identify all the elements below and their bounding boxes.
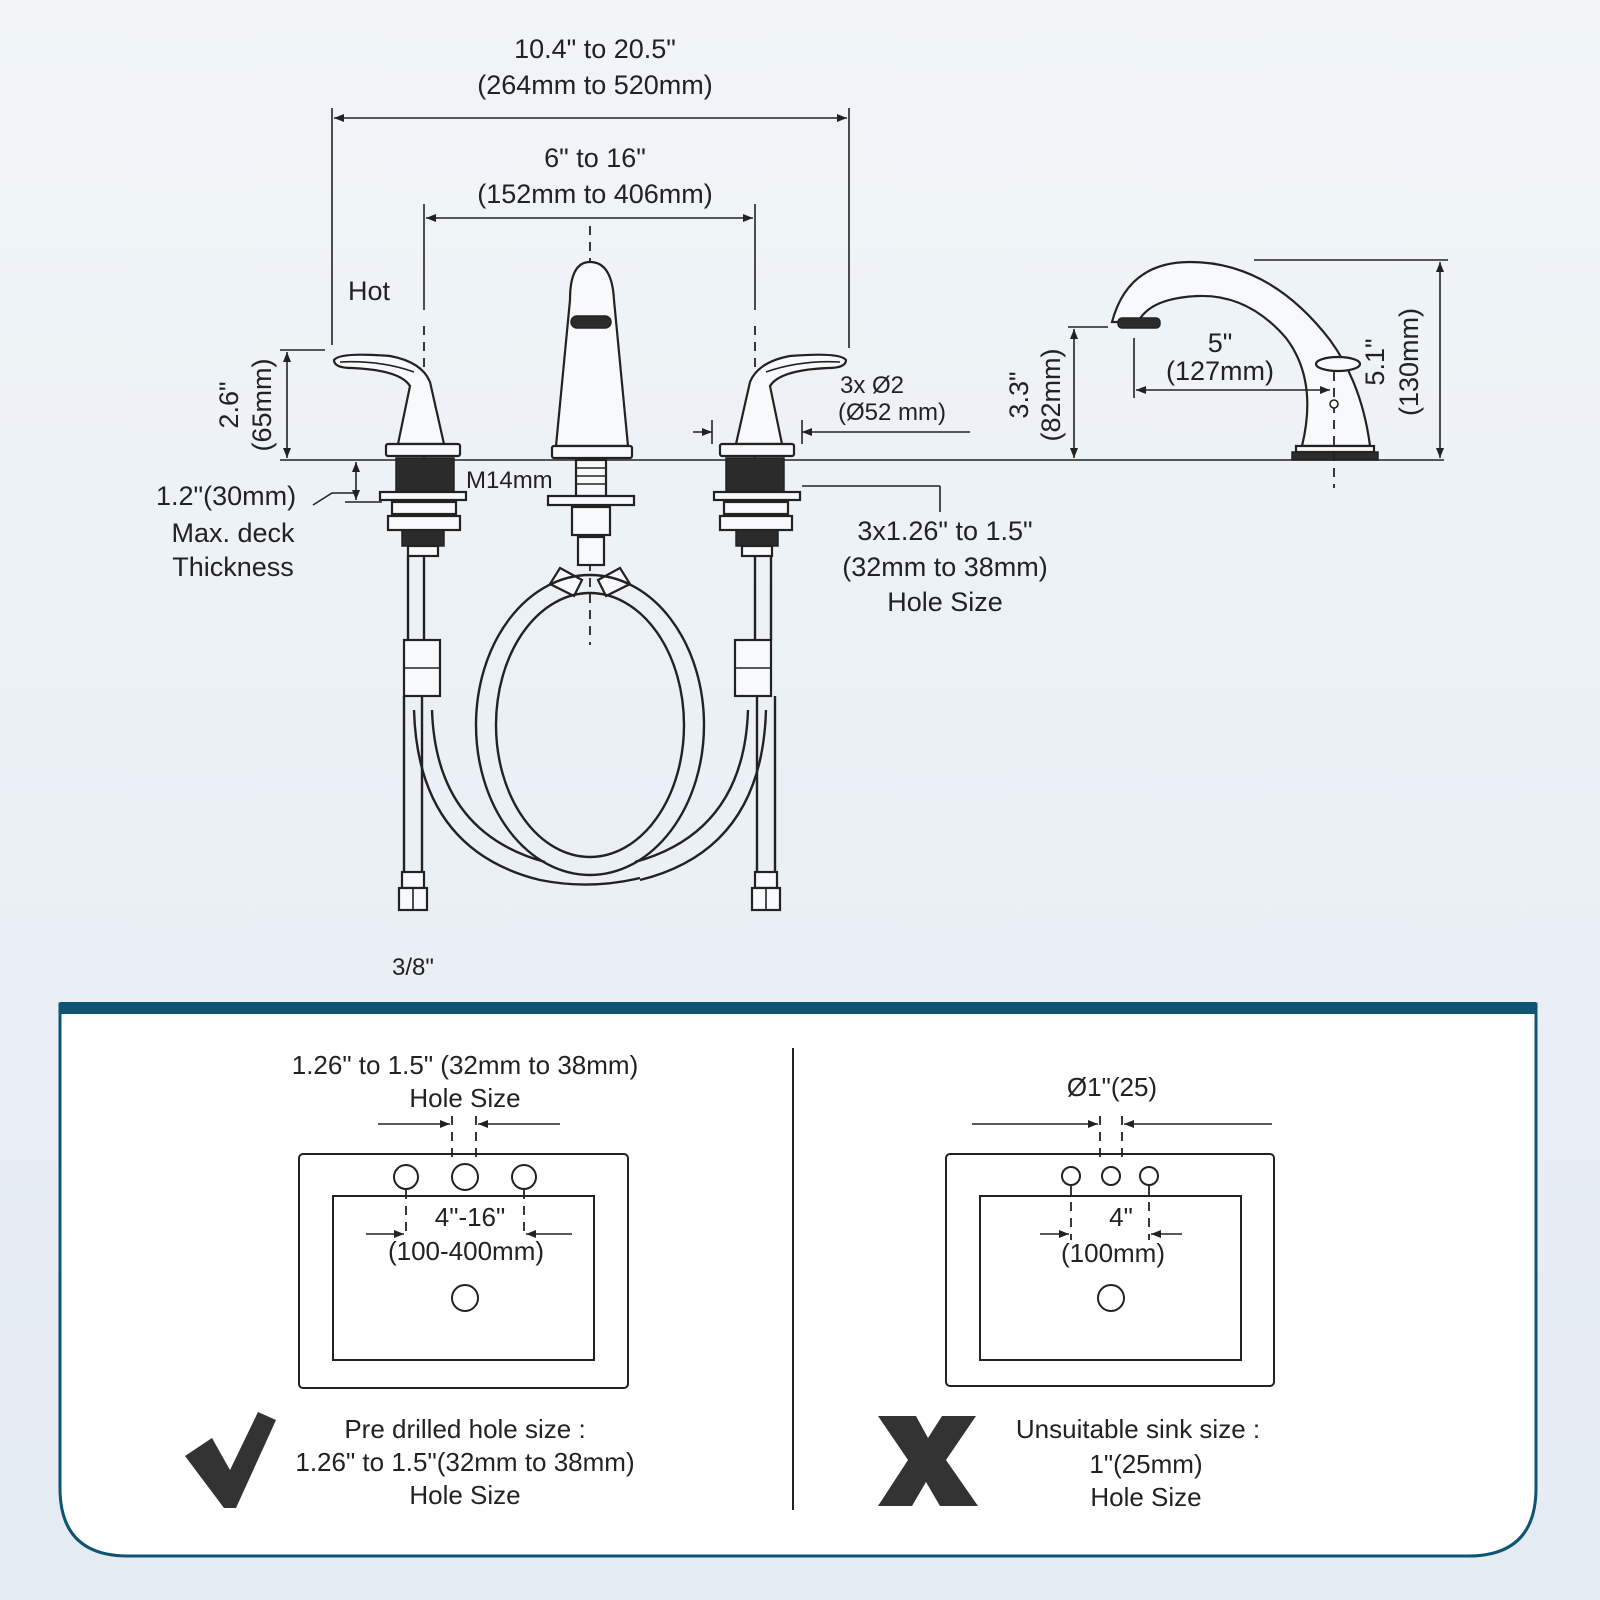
- unsuitable-caption-1: Unsuitable sink size :: [1016, 1414, 1260, 1444]
- suitable-caption-1: Pre drilled hole size :: [344, 1414, 585, 1444]
- handle-height-mm: (65mm): [247, 359, 277, 452]
- unsuitable-caption-2: 1"(25mm): [1089, 1449, 1202, 1479]
- spout-height-in: 3.3": [1004, 371, 1034, 418]
- unsuitable-sink: Ø1"(25) 4" (100mm) Unsuitable sink size …: [878, 1072, 1275, 1512]
- front-spout: [546, 260, 636, 598]
- spout-height-mm: (82mm): [1036, 349, 1066, 442]
- unsuitable-caption-3: Hole Size: [1090, 1482, 1201, 1512]
- hose-loop: [412, 573, 768, 886]
- deck-thickness-label-1: Max. deck: [171, 518, 295, 548]
- total-height-in: 5.1": [1360, 338, 1390, 385]
- deck-thickness-label-2: Thickness: [172, 552, 294, 582]
- unsuitable-hole-size: Ø1"(25): [1067, 1072, 1157, 1102]
- suitable-caption-3: Hole Size: [409, 1480, 520, 1510]
- cold-supply-line: [733, 556, 782, 912]
- deck-thickness-value: 1.2"(30mm): [156, 481, 296, 511]
- unsuitable-spread: 4": [1109, 1202, 1133, 1232]
- hole-size-label: Hole Size: [887, 587, 1003, 617]
- hole-size-in: 3x1.26" to 1.5": [857, 516, 1032, 546]
- hot-supply-line: [397, 556, 442, 912]
- cold-handle: [712, 353, 848, 558]
- supply-size: 3/8": [392, 954, 434, 981]
- thread-label: M14mm: [466, 467, 553, 494]
- overall-width-in: 10.4" to 20.5": [514, 34, 676, 64]
- suitable-hole-size: 1.26" to 1.5" (32mm to 38mm): [292, 1050, 638, 1080]
- escutcheon-dia: 3x Ø2: [840, 372, 904, 399]
- overall-width-mm: (264mm to 520mm): [477, 70, 713, 100]
- front-view: 10.4" to 20.5" (264mm to 520mm) 6" to 16…: [156, 34, 1070, 981]
- reach-in: 5": [1208, 328, 1233, 358]
- suitable-sink: 1.26" to 1.5" (32mm to 38mm) Hole Size 4…: [185, 1050, 638, 1510]
- reach-mm: (127mm): [1166, 356, 1274, 386]
- unsuitable-spread-mm: (100mm): [1061, 1238, 1165, 1268]
- suitable-spread-mm: (100-400mm): [388, 1236, 544, 1266]
- hole-size-mm: (32mm to 38mm): [842, 552, 1048, 582]
- sink-compatibility-panel: 1.26" to 1.5" (32mm to 38mm) Hole Size 4…: [58, 1002, 1538, 1558]
- side-view: 3.3" (82mm) 5" (127mm) 5.1" (130mm): [1004, 259, 1448, 488]
- escutcheon-dia-mm: (Ø52 mm): [838, 399, 946, 426]
- spread-in: 6" to 16": [544, 143, 646, 173]
- cross-icon: [878, 1416, 978, 1506]
- hot-label: Hot: [348, 276, 391, 306]
- hot-handle: [332, 353, 468, 558]
- spread-mm: (152mm to 406mm): [477, 179, 713, 209]
- suitable-spread: 4"-16": [435, 1202, 506, 1232]
- suitable-hole-size-label: Hole Size: [409, 1083, 520, 1113]
- suitable-caption-2: 1.26" to 1.5"(32mm to 38mm): [295, 1447, 634, 1477]
- handle-height-in: 2.6": [214, 381, 244, 428]
- checkmark-icon: [185, 1412, 276, 1508]
- total-height-mm: (130mm): [1394, 308, 1424, 416]
